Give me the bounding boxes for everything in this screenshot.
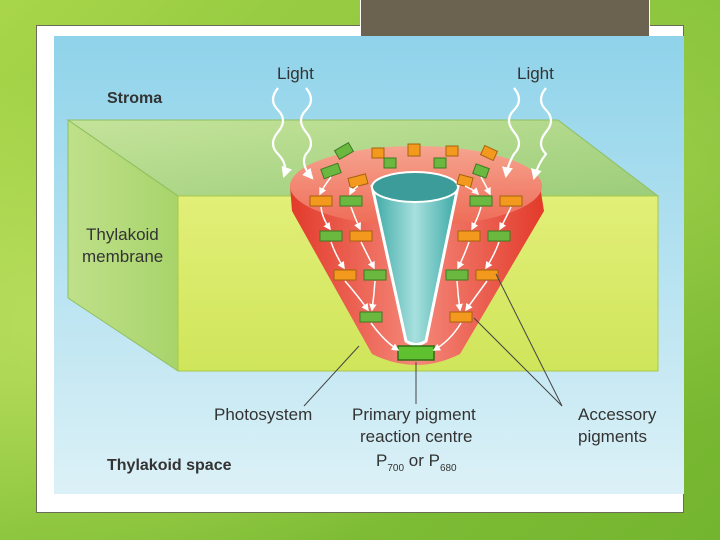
- label-primary-pigment-2: reaction centre: [360, 427, 472, 446]
- pigment-l1b: [339, 195, 363, 207]
- label-pointers: [303, 273, 563, 407]
- photosystem-diagram: Light Light Stroma Thylakoid membrane Ph…: [54, 36, 684, 494]
- label-thylakoid-membrane-2: membrane: [82, 247, 163, 266]
- pigment-ring-8: [445, 145, 459, 157]
- label-light-left: Light: [277, 64, 314, 83]
- formula-or-p: or P: [404, 451, 440, 470]
- formula-sub-700: 700: [387, 463, 404, 474]
- label-primary-pigment-formula: P700 or P680: [376, 451, 457, 474]
- energy-transfer-arrows: [319, 176, 512, 351]
- pigment-l4: [359, 311, 383, 323]
- label-primary-pigment-1: Primary pigment: [352, 405, 476, 424]
- pigment-r3a: [445, 269, 469, 281]
- light-rays: [271, 87, 553, 181]
- label-stroma: Stroma: [107, 90, 162, 107]
- title-tab: [360, 0, 650, 36]
- pigment-ring: [320, 141, 499, 189]
- label-accessory-1: Accessory: [578, 405, 657, 424]
- pigment-ring-6: [407, 143, 421, 157]
- pigment-r1b: [499, 195, 523, 207]
- pigment-ring-11: [456, 173, 474, 189]
- pigment-ring-5: [383, 157, 397, 169]
- pigment-r4: [449, 311, 473, 323]
- pigment-l2b: [349, 230, 373, 242]
- pigment-inner: [309, 195, 523, 323]
- pigment-r1a: [469, 195, 493, 207]
- pigment-r2a: [457, 230, 481, 242]
- formula-sub-680: 680: [440, 463, 457, 474]
- pigment-ring-2: [347, 173, 369, 189]
- label-photosystem: Photosystem: [214, 405, 312, 424]
- pigment-ring-4: [371, 147, 385, 159]
- pigment-ring-7: [433, 157, 447, 169]
- pigment-l1a: [309, 195, 333, 207]
- pigment-r2b: [487, 230, 511, 242]
- pigment-r3b: [475, 269, 499, 281]
- pigment-l2a: [319, 230, 343, 242]
- pigment-ring-9: [472, 163, 490, 179]
- pigment-ring-1: [320, 162, 342, 180]
- label-thylakoid-space: Thylakoid space: [107, 457, 232, 474]
- label-accessory-2: pigments: [578, 427, 647, 446]
- reaction-centre-opening: [371, 171, 459, 203]
- formula-p: P: [376, 451, 387, 470]
- label-thylakoid-membrane-1: Thylakoid: [86, 225, 159, 244]
- pigment-ring-3: [333, 141, 355, 161]
- pigment-l3a: [333, 269, 357, 281]
- pigment-l3b: [363, 269, 387, 281]
- reaction-centre-pigment: [397, 345, 435, 361]
- label-light-right: Light: [517, 64, 554, 83]
- pigment-ring-10: [479, 144, 499, 162]
